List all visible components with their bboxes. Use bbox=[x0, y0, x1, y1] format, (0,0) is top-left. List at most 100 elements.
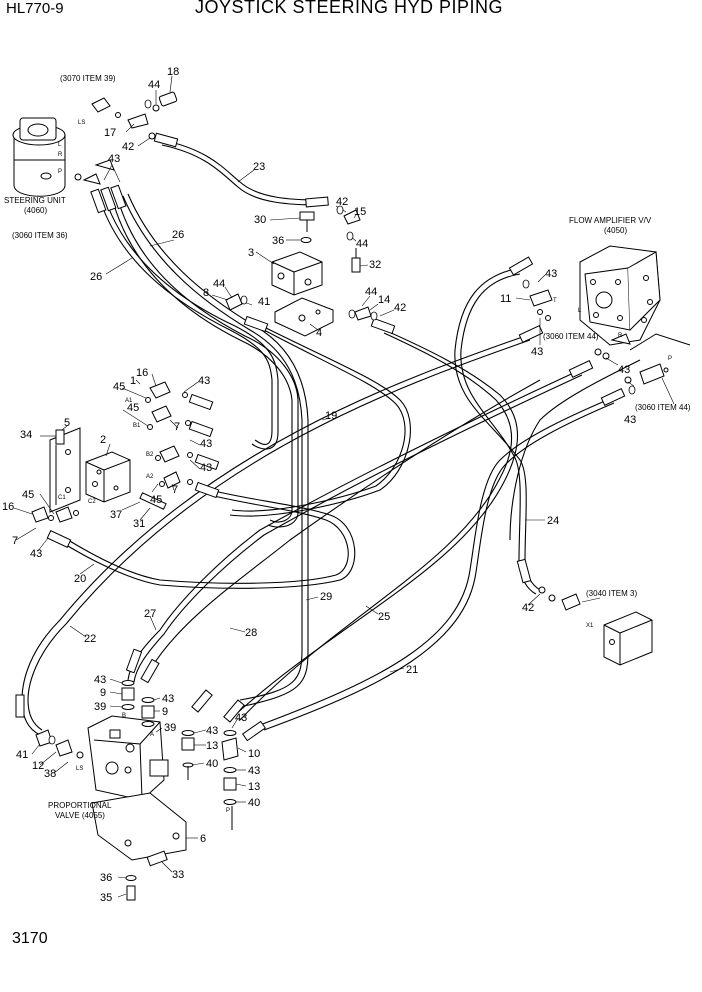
callout-32: 32 bbox=[369, 259, 381, 271]
hose-19-b bbox=[231, 329, 406, 512]
port-a1: A1 bbox=[125, 398, 133, 404]
hose-26-a bbox=[99, 199, 273, 445]
callout-43: 43 bbox=[94, 674, 106, 686]
hose-26-b2 bbox=[116, 195, 299, 528]
callout-5: 5 bbox=[64, 417, 70, 429]
manifold-block-3 bbox=[225, 209, 372, 337]
callout-8: 8 bbox=[203, 287, 209, 299]
hose-23-b bbox=[161, 144, 321, 206]
callout-13: 13 bbox=[248, 781, 260, 793]
callout-23: 23 bbox=[253, 161, 265, 173]
hose-21-b bbox=[263, 402, 615, 731]
callout-45: 45 bbox=[113, 381, 125, 393]
hose-27-b bbox=[133, 374, 583, 683]
callout-16: 16 bbox=[136, 367, 148, 379]
hose-ends bbox=[15, 132, 626, 742]
callout-44: 44 bbox=[356, 238, 368, 250]
port-p: P bbox=[58, 169, 62, 175]
callout-21: 21 bbox=[406, 664, 418, 676]
callout-31: 31 bbox=[133, 518, 145, 530]
callout-39: 39 bbox=[94, 701, 106, 713]
block-2 bbox=[85, 451, 167, 510]
port-fl: L bbox=[578, 308, 582, 314]
callout-17: 17 bbox=[104, 127, 116, 139]
callout-43: 43 bbox=[200, 438, 212, 450]
port-ls: LS bbox=[78, 120, 85, 126]
callout-44: 44 bbox=[213, 278, 225, 290]
hose-19 bbox=[229, 324, 411, 517]
callout-3: 3 bbox=[248, 247, 254, 259]
steering-unit-code: (4060) bbox=[24, 206, 47, 215]
callout-45: 45 bbox=[22, 489, 34, 501]
port-t: T bbox=[553, 298, 557, 304]
callout-41: 41 bbox=[258, 296, 270, 308]
hose-22-b bbox=[27, 339, 531, 731]
callout-43: 43 bbox=[206, 725, 218, 737]
callout-27: 27 bbox=[144, 608, 156, 620]
callout-44: 44 bbox=[148, 79, 160, 91]
proportional-valve-label: PROPORTIONAL bbox=[48, 801, 112, 810]
port-labels: LS L R P A1 B1 B2 A2 C1 C2 T L R P X1 B … bbox=[58, 120, 672, 814]
callout-2: 2 bbox=[100, 434, 106, 446]
callout-9: 9 bbox=[162, 706, 168, 718]
callout-16: 16 bbox=[2, 501, 14, 513]
port-r: R bbox=[58, 152, 63, 158]
callout-40: 40 bbox=[248, 797, 260, 809]
page-title: JOYSTICK STEERING HYD PIPING bbox=[195, 0, 504, 17]
callout-12: 12 bbox=[32, 760, 44, 772]
callout-18: 18 bbox=[167, 66, 179, 78]
callout-25: 25 bbox=[378, 611, 390, 623]
callout-43: 43 bbox=[30, 548, 42, 560]
port-c1: C1 bbox=[58, 495, 66, 501]
flow-amplifier-label: FLOW AMPLIFIER V/V bbox=[569, 216, 652, 225]
callout-24: 24 bbox=[547, 515, 559, 527]
callout-43: 43 bbox=[200, 462, 212, 474]
model-code: HL770-9 bbox=[6, 0, 64, 17]
port-b2: B2 bbox=[146, 452, 154, 458]
callout-34: 34 bbox=[20, 429, 32, 441]
callout-30: 30 bbox=[254, 214, 266, 226]
callout-19: 19 bbox=[325, 410, 337, 422]
steering-unit bbox=[12, 117, 66, 197]
callout-1: 1 bbox=[130, 375, 136, 387]
leader-lines bbox=[13, 75, 675, 898]
port-b1: B1 bbox=[133, 423, 141, 429]
callout-43: 43 bbox=[618, 364, 630, 376]
hose-20-b bbox=[59, 494, 349, 584]
port-pa: A bbox=[150, 732, 154, 738]
callout-37: 37 bbox=[110, 509, 122, 521]
ref-3060-item-36: (3060 ITEM 36) bbox=[12, 231, 68, 240]
ref-3040-item-3: (3040 ITEM 3) bbox=[586, 589, 637, 598]
port-x1: X1 bbox=[586, 623, 594, 629]
callout-14: 14 bbox=[378, 294, 390, 306]
hose-27 bbox=[127, 369, 581, 681]
valve-fittings bbox=[121, 680, 239, 830]
port-l: L bbox=[58, 142, 62, 148]
callout-7: 7 bbox=[12, 535, 18, 547]
callout-6: 6 bbox=[200, 833, 206, 845]
proportional-valve bbox=[35, 715, 187, 901]
callout-11: 11 bbox=[500, 293, 511, 305]
callout-36: 36 bbox=[272, 235, 284, 247]
port-pls: LS bbox=[76, 766, 83, 772]
callout-42: 42 bbox=[122, 141, 134, 153]
hoses bbox=[21, 139, 641, 736]
callout-43: 43 bbox=[108, 153, 120, 165]
callout-9: 9 bbox=[100, 687, 106, 699]
hose-23 bbox=[161, 139, 321, 201]
callout-38: 38 bbox=[44, 768, 56, 780]
ref-3070-item-39: (3070 ITEM 39) bbox=[60, 74, 116, 83]
callout-43: 43 bbox=[198, 375, 210, 387]
callout-43: 43 bbox=[545, 268, 557, 280]
steering-unit-label: STEERING UNIT bbox=[4, 196, 66, 205]
hose-x bbox=[509, 359, 641, 541]
port-fr: R bbox=[618, 333, 623, 339]
port-c2: C2 bbox=[88, 499, 96, 505]
callout-43: 43 bbox=[624, 414, 636, 426]
callout-45: 45 bbox=[127, 402, 139, 414]
hose-26-b bbox=[111, 197, 293, 523]
ref-3060-item-44-a: (3060 ITEM 44) bbox=[543, 332, 599, 341]
callout-43: 43 bbox=[235, 712, 247, 724]
